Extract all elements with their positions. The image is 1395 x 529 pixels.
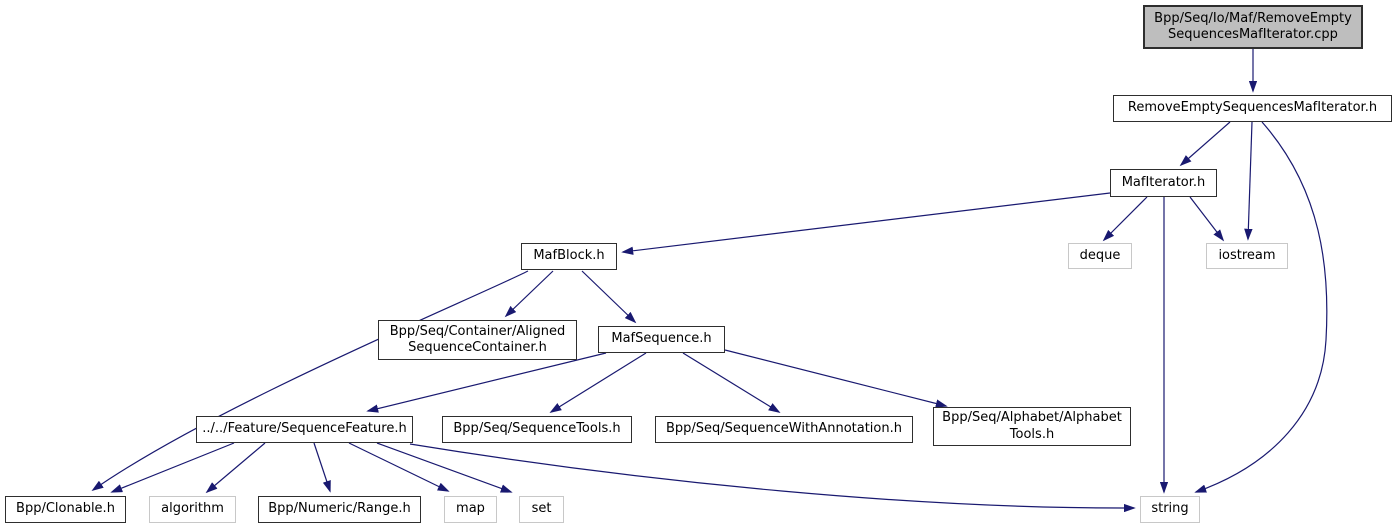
node-map: map (444, 496, 497, 523)
node-iostream: iostream (1206, 243, 1288, 269)
node-sequencewithannotation-h[interactable]: Bpp/Seq/SequenceWithAnnotation.h (655, 416, 913, 443)
edge-seqfeat-to-map (348, 442, 450, 492)
node-range-h[interactable]: Bpp/Numeric/Range.h (258, 496, 421, 523)
node-sequencetools-h[interactable]: Bpp/Seq/SequenceTools.h (442, 416, 632, 443)
edge-mafseq-to-seqtools (549, 352, 647, 413)
edge-reh-to-iostream (1244, 121, 1253, 241)
node-mafsequence-h[interactable]: MafSequence.h (598, 326, 725, 353)
edge-seqfeat-to-set (376, 442, 513, 493)
node-string: string (1140, 496, 1200, 523)
edge-mafseq-to-seqfeat (366, 352, 607, 413)
node-clonable-h[interactable]: Bpp/Clonable.h (5, 496, 126, 523)
edge-reh-to-mafit (1179, 121, 1231, 167)
node-set: set (519, 496, 564, 523)
edge-seqfeat-to-string (409, 443, 1136, 513)
edge-reh-to-string (1194, 121, 1328, 493)
node-mafblock-h[interactable]: MafBlock.h (521, 243, 617, 270)
edge-mafit-to-mafblock (621, 192, 1111, 255)
edge-mafblock-to-mafseq (581, 270, 637, 324)
node-sequencefeature-h[interactable]: ../../Feature/SequenceFeature.h (196, 416, 413, 443)
node-removeemptysequencesmafiterator-h[interactable]: RemoveEmptySequencesMafIterator.h (1113, 95, 1392, 122)
node-alignedsequencecontainer-h[interactable]: Bpp/Seq/Container/Aligned SequenceContai… (378, 320, 577, 360)
node-removeemptysequencesmafiterator-cpp: Bpp/Seq/Io/Maf/RemoveEmpty SequencesMafI… (1143, 5, 1363, 49)
edge-seqfeat-to-clonable (110, 442, 235, 493)
edge-mafit-to-deque (1102, 196, 1148, 242)
edge-seqfeat-to-algorithm (205, 442, 266, 494)
node-mafiterator-h[interactable]: MafIterator.h (1110, 169, 1217, 197)
node-algorithm: algorithm (149, 496, 236, 523)
edge-mafseq-to-seqwa (682, 352, 781, 413)
node-deque: deque (1068, 243, 1132, 269)
node-alphabettools-h[interactable]: Bpp/Seq/Alphabet/Alphabet Tools.h (933, 407, 1131, 446)
edge-mafseq-to-alphtools (724, 349, 948, 408)
edge-mafit-to-iostream (1189, 196, 1225, 242)
edge-mafblock-to-asc (504, 270, 554, 318)
edge-mafblock-to-clonable (91, 270, 529, 492)
edge-seqfeat-to-range (313, 442, 331, 493)
